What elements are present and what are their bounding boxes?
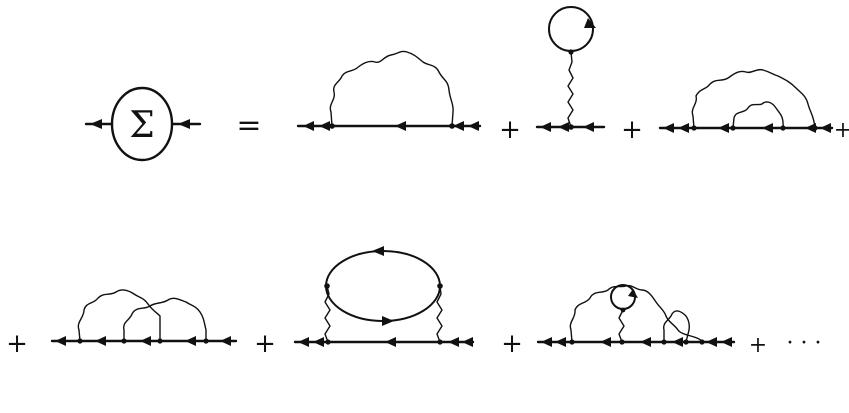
plus-sign-5: + <box>254 329 276 359</box>
diagram-nested-rainbow <box>658 68 834 133</box>
equals-sign: = <box>236 108 261 143</box>
plus-sign-2: + <box>621 115 643 145</box>
plus-sign-1: + <box>499 115 521 145</box>
plus-sign-7: + <box>749 333 767 358</box>
plus-sign-6: + <box>501 329 523 359</box>
plus-sign-4: + <box>6 329 28 359</box>
plus-sign-3: + <box>834 118 849 143</box>
ellipsis: · · · <box>787 331 822 356</box>
sigma-symbol: Σ <box>129 105 154 146</box>
self-energy-blob: Σ <box>84 86 202 162</box>
diagram-rainbow-with-tadpole <box>536 284 736 347</box>
diagram-single-photon-exchange <box>296 50 482 131</box>
diagram-crossed-photons <box>50 289 238 346</box>
diagram-vacuum-polarization <box>293 246 475 347</box>
diagram-tadpole <box>535 6 606 132</box>
